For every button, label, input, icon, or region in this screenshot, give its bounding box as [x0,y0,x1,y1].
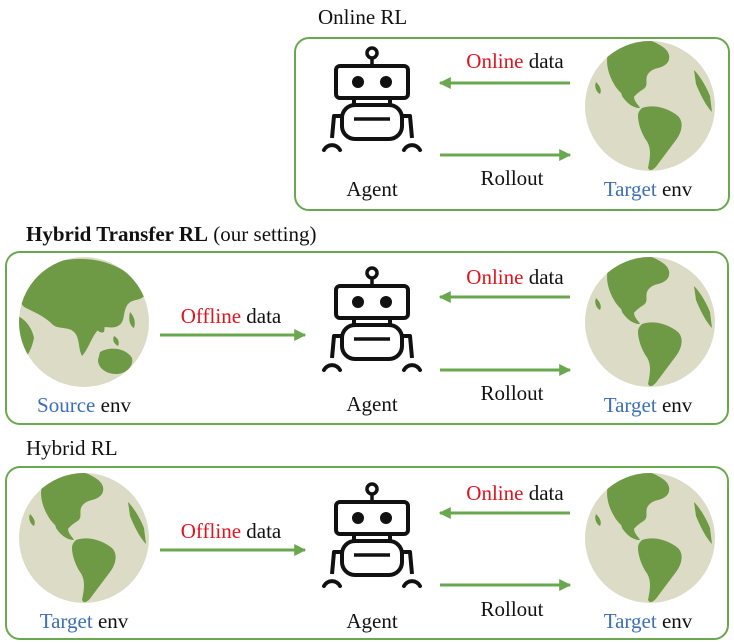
env-word: env [657,609,693,633]
rollout-label: Rollout [480,597,543,621]
hybrid-transfer-rl-bold: Hybrid Transfer RL [26,222,208,246]
panel-hybrid-rl: Hybrid RL Target env Offline data Agent … [5,436,729,640]
robot-icon [322,266,422,372]
online-word: Online [466,49,523,73]
rollout-label: Rollout [480,166,543,190]
target-env-label: Target env [40,609,129,633]
target-env-label: Target env [604,393,693,417]
env-word: env [93,609,129,633]
target-word: Target [604,177,657,201]
agent-label: Agent [346,177,397,201]
target-word: Target [40,609,93,633]
offline-word: Offline [181,519,241,543]
online-data-label: Online data [466,481,564,505]
env-word: env [95,393,131,417]
online-word: Online [466,265,523,289]
data-word: data [241,304,282,328]
hybrid-transfer-rl-box [5,251,729,425]
rollout-label: Rollout [480,381,543,405]
data-word: data [523,481,564,505]
online-rl-box [294,37,730,211]
env-word: env [657,393,693,417]
globe-icon [585,39,715,171]
agent-label: Agent [346,392,397,416]
robot-icon [322,46,422,152]
target-word: Target [604,393,657,417]
hybrid-rl-title: Hybrid RL [26,436,118,460]
robot-icon [322,482,422,588]
data-word: data [241,519,282,543]
online-word: Online [466,481,523,505]
target-env-label: Target env [604,609,693,633]
online-data-label: Online data [466,265,564,289]
online-data-label: Online data [466,49,564,73]
agent-label: Agent [346,609,397,633]
online-rl-title: Online RL [318,5,407,29]
our-setting-text: (our setting) [208,222,316,246]
offline-data-label: Offline data [181,519,282,543]
env-word: env [657,177,693,201]
offline-data-label: Offline data [181,304,282,328]
target-env-label: Target env [604,177,693,201]
panel-hybrid-transfer-rl: Hybrid Transfer RL (our setting) Source … [5,222,729,425]
panel-online-rl: Online RL Agent Online data Rollout Targ… [294,5,730,211]
globe-icon [585,471,715,603]
data-word: data [523,265,564,289]
data-word: data [523,49,564,73]
source-env-label: Source env [37,393,131,417]
globe-icon [585,255,715,387]
offline-word: Offline [181,304,241,328]
source-word: Source [37,393,95,417]
hybrid-transfer-rl-title: Hybrid Transfer RL (our setting) [26,222,317,246]
globe-icon [19,471,149,603]
hybrid-rl-box [5,466,729,640]
globe-icon [17,257,149,387]
target-word: Target [604,609,657,633]
